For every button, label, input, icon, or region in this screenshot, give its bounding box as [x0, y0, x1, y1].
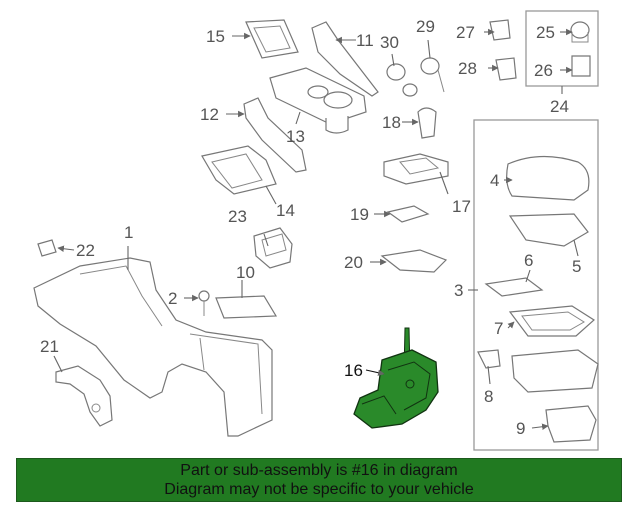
callout-28: 28	[458, 59, 477, 78]
part-23-bracket	[253, 227, 293, 269]
callout-2: 2	[168, 289, 177, 308]
part-28-socket	[495, 57, 517, 81]
part-5-inner-lid	[508, 213, 589, 247]
callout-23: 23	[228, 207, 247, 226]
callout-12: 12	[200, 105, 219, 124]
part-20-plate	[380, 249, 448, 273]
callout-18: 18	[382, 113, 401, 132]
callout-27: 27	[456, 23, 475, 42]
shifter-housing	[353, 349, 439, 429]
part-9-bracket	[545, 405, 597, 443]
callout-7: 7	[494, 319, 503, 338]
callout-14: 14	[276, 201, 295, 220]
callout-29: 29	[416, 17, 435, 36]
part-30-power-outlet	[386, 63, 418, 97]
part-console-box	[511, 349, 599, 393]
banner-line-disclaimer: Diagram may not be specific to your vehi…	[164, 481, 474, 498]
part-13-cup-holder	[269, 67, 367, 134]
part-25-outlet	[570, 21, 590, 43]
callout-8: 8	[484, 387, 493, 406]
callout-30: 30	[380, 33, 399, 52]
banner-line-part: Part or sub-assembly is #16 in diagram	[180, 462, 458, 479]
part-11-side-panel	[311, 21, 379, 97]
exploded-parts-diagram: 15 11 30 29 27 25 28 26 24 12 13 18 4 17…	[33, 10, 599, 451]
callout-5: 5	[572, 257, 581, 276]
part-7-tray	[508, 305, 595, 337]
part-15-lid	[245, 19, 299, 59]
part-4-armrest-lid	[506, 155, 590, 201]
callout-4: 4	[490, 171, 499, 190]
callout-15: 15	[206, 27, 225, 46]
callout-16: 16	[344, 361, 363, 380]
part-27-socket	[489, 19, 511, 41]
part-17-bezel	[383, 153, 449, 185]
part-8-bracket	[477, 349, 501, 369]
part-14-bracket	[201, 145, 277, 195]
part-29-power-outlet	[420, 57, 445, 93]
part-21-bracket	[55, 365, 113, 427]
part-12-side-panel	[243, 97, 307, 173]
part-22-clip	[37, 239, 57, 257]
group-box-3-9	[473, 119, 599, 451]
callout-26: 26	[534, 61, 553, 80]
callout-19: 19	[350, 205, 369, 224]
part-10-pad	[215, 295, 278, 319]
callout-3: 3	[454, 281, 463, 300]
part-19-plate	[386, 205, 430, 223]
callout-9: 9	[516, 419, 525, 438]
part-6-mat	[484, 277, 544, 297]
part-1-console-body	[33, 257, 273, 437]
part-16-shift-lever-assembly	[353, 327, 439, 429]
callout-17: 17	[452, 197, 471, 216]
part-2-screw	[198, 290, 210, 316]
callout-6: 6	[524, 251, 533, 270]
callout-20: 20	[344, 253, 363, 272]
callout-11: 11	[356, 31, 374, 50]
part-18-shift-knob	[417, 107, 437, 139]
part-26-outlet	[571, 55, 591, 77]
callout-21: 21	[40, 337, 59, 356]
callout-13: 13	[286, 127, 305, 146]
callout-10: 10	[236, 263, 255, 282]
callout-22: 22	[76, 241, 95, 260]
part-info-banner: Part or sub-assembly is #16 in diagram D…	[16, 458, 622, 502]
callout-25: 25	[536, 23, 555, 42]
callout-24: 24	[550, 97, 569, 116]
callout-1: 1	[124, 223, 133, 242]
